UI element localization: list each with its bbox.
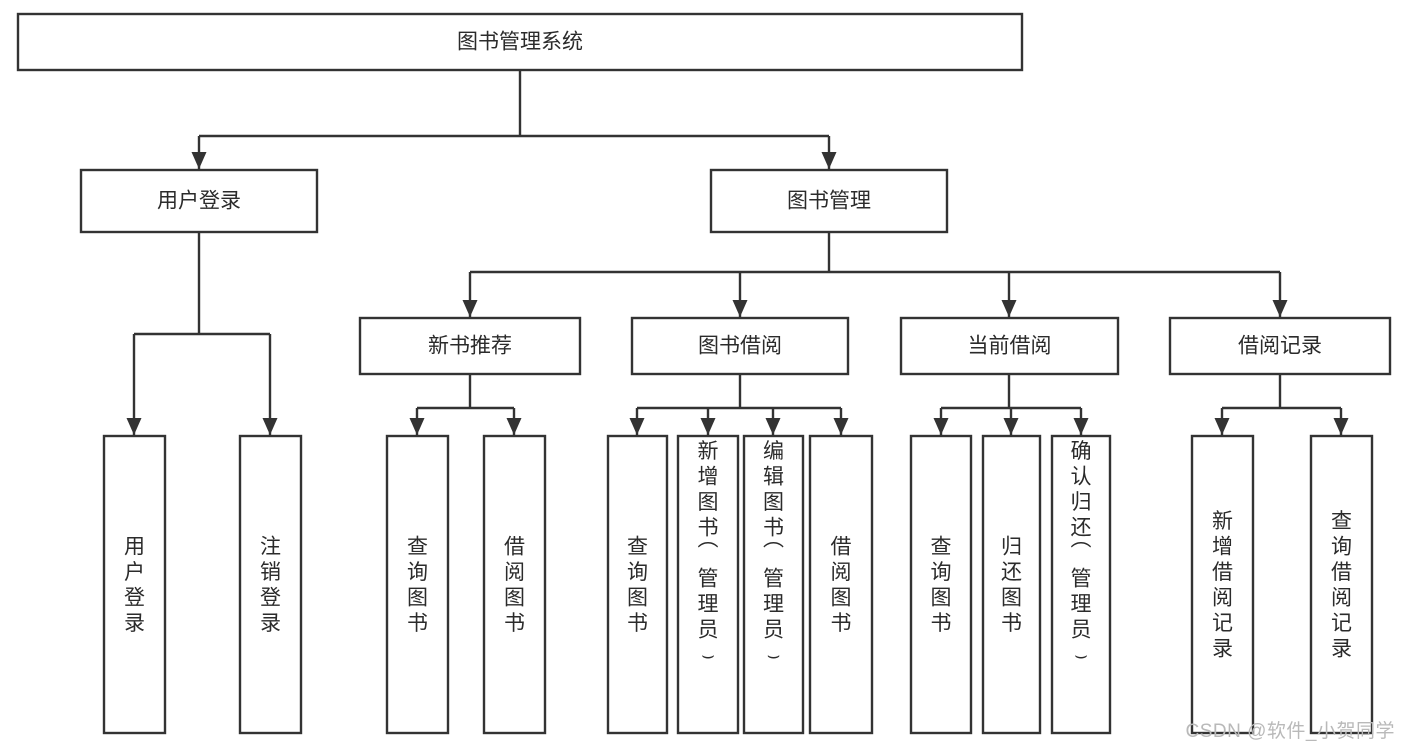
node-box-rect	[1050, 434, 1112, 735]
nodes-layer: 图书管理系统用户登录图书管理新书推荐图书借阅当前借阅借阅记录用户登录注销登录查询…	[16, 12, 1392, 735]
connector-arrowhead	[700, 418, 716, 435]
node-label: 归还图书	[1001, 536, 1022, 636]
connector-arrowhead	[1333, 418, 1349, 435]
connector-group-当前借阅	[933, 374, 1089, 435]
connector-group-新书推荐	[409, 374, 522, 435]
node-label: 图书借阅	[698, 335, 782, 358]
connector-group-图书管理	[462, 232, 1288, 317]
node-level3-借阅记录[interactable]: 借阅记录	[1168, 316, 1392, 376]
node-box-rect	[630, 316, 850, 376]
node-box-rect	[358, 316, 582, 376]
connector-arrowhead	[1003, 418, 1019, 435]
node-box-rect	[606, 434, 669, 735]
node-box-rect	[482, 434, 547, 735]
connector-arrowhead	[409, 418, 425, 435]
node-leaf-借阅图书[interactable]: 借阅图书	[482, 434, 547, 735]
connector-arrowhead	[462, 300, 478, 317]
node-box-rect	[808, 434, 874, 735]
node-root-图书管理系统[interactable]: 图书管理系统	[16, 12, 1024, 72]
node-label: 查询图书	[407, 536, 428, 636]
connector-arrowhead	[933, 418, 949, 435]
node-label: 图书管理	[787, 190, 871, 213]
node-level2-图书管理[interactable]: 图书管理	[709, 168, 949, 234]
connector-arrowhead	[1001, 300, 1017, 317]
node-box-rect	[238, 434, 303, 735]
node-leaf-查询借阅记录[interactable]: 查询借阅记录	[1309, 434, 1374, 735]
node-leaf-借阅图书[interactable]: 借阅图书	[808, 434, 874, 735]
node-leaf-注销登录[interactable]: 注销登录	[238, 434, 303, 735]
node-label: 新书推荐	[428, 335, 512, 358]
node-leaf-确认归还管理员[interactable]: 确认归还⌒管理员⌣	[1050, 434, 1112, 735]
connector-arrowhead	[262, 418, 278, 435]
node-box-rect	[1309, 434, 1374, 735]
node-level3-当前借阅[interactable]: 当前借阅	[899, 316, 1120, 376]
node-box-rect	[79, 168, 319, 234]
node-label: 借阅图书	[831, 536, 852, 636]
connector-arrowhead	[1272, 300, 1288, 317]
node-label: 借阅图书	[504, 536, 525, 636]
connector-arrowhead	[191, 152, 207, 169]
node-level3-图书借阅[interactable]: 图书借阅	[630, 316, 850, 376]
node-box-rect	[709, 168, 949, 234]
node-box-rect	[909, 434, 973, 735]
node-box-rect	[981, 434, 1042, 735]
node-leaf-查询图书[interactable]: 查询图书	[606, 434, 669, 735]
node-box-rect	[899, 316, 1120, 376]
node-leaf-用户登录[interactable]: 用户登录	[102, 434, 167, 735]
node-box-rect	[16, 12, 1024, 72]
node-label: 查询图书	[627, 536, 648, 636]
connector-arrowhead	[732, 300, 748, 317]
node-box-rect	[1168, 316, 1392, 376]
connector-arrowhead	[821, 152, 837, 169]
node-label: 图书管理系统	[457, 31, 583, 54]
node-label: 当前借阅	[968, 335, 1052, 358]
connector-group-借阅记录	[1214, 374, 1349, 435]
connector-arrowhead	[126, 418, 142, 435]
node-box-rect	[385, 434, 450, 735]
node-leaf-新增图书管理员[interactable]: 新增图书⌒管理员⌣	[676, 434, 740, 735]
node-box-rect	[742, 434, 805, 735]
connector-arrowhead	[765, 418, 781, 435]
node-label: 新增借阅记录	[1212, 510, 1233, 661]
node-label: 确认归还⌒管理员⌣	[1071, 440, 1092, 667]
node-leaf-编辑图书管理员[interactable]: 编辑图书⌒管理员⌣	[742, 434, 805, 735]
node-level3-新书推荐[interactable]: 新书推荐	[358, 316, 582, 376]
connector-arrowhead	[1073, 418, 1089, 435]
node-label: 编辑图书⌒管理员⌣	[763, 440, 784, 667]
node-label: 借阅记录	[1238, 335, 1322, 358]
node-label: 用户登录	[157, 190, 241, 213]
connector-arrowhead	[1214, 418, 1230, 435]
connector-arrowhead	[833, 418, 849, 435]
csdn-watermark: CSDN @软件_小贺同学	[1185, 721, 1395, 742]
node-leaf-归还图书[interactable]: 归还图书	[981, 434, 1042, 735]
node-leaf-查询图书[interactable]: 查询图书	[385, 434, 450, 735]
node-level2-用户登录[interactable]: 用户登录	[79, 168, 319, 234]
node-label: 新增图书⌒管理员⌣	[698, 440, 719, 667]
node-box-rect	[102, 434, 167, 735]
node-leaf-新增借阅记录[interactable]: 新增借阅记录	[1190, 434, 1255, 735]
connector-group-用户登录	[126, 232, 278, 435]
node-label: 查询图书	[931, 536, 952, 636]
node-label: 注销登录	[260, 536, 281, 636]
node-label: 用户登录	[124, 536, 145, 636]
connector-group-图书借阅	[629, 374, 849, 435]
node-box-rect	[676, 434, 740, 735]
node-box-rect	[1190, 434, 1255, 735]
connector-arrowhead	[506, 418, 522, 435]
node-label: 查询借阅记录	[1331, 510, 1352, 661]
connector-group-图书管理系统	[191, 70, 837, 169]
node-leaf-查询图书[interactable]: 查询图书	[909, 434, 973, 735]
connector-arrowhead	[629, 418, 645, 435]
connectors-layer	[126, 70, 1349, 435]
